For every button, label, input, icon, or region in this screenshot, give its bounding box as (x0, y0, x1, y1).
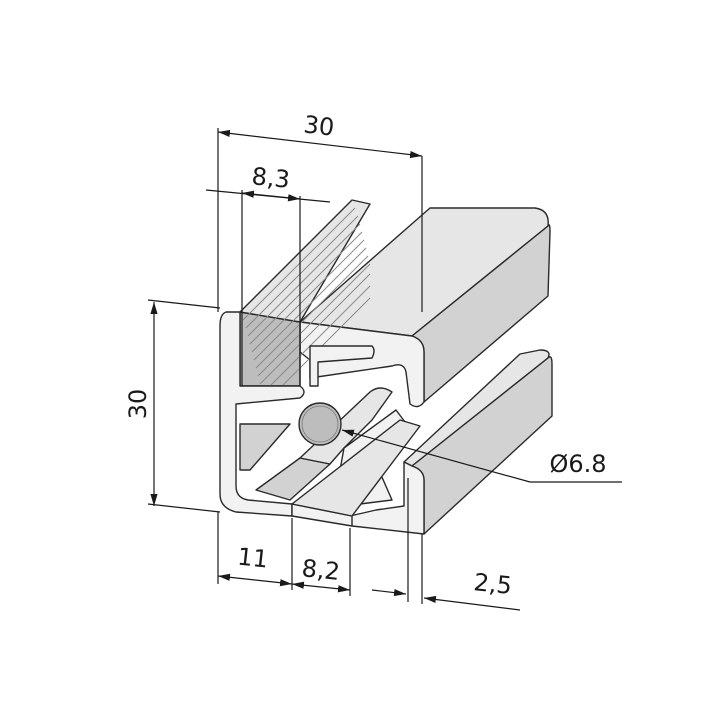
dim-label-core-bore: Ø6.8 (549, 450, 606, 478)
dimension-groove-width: 8,3 (205, 162, 331, 386)
upper-block-front-face (299, 321, 425, 408)
center-bore-inner-edge (301, 405, 339, 443)
l-notch (309, 345, 375, 387)
dim-label-slot-opening: 8,2 (300, 554, 341, 586)
center-bore (298, 402, 342, 446)
dimension-left-offset: 11 (217, 512, 293, 590)
dim-label-groove-width: 8,3 (250, 162, 291, 194)
ribbed-groove-top (239, 199, 371, 323)
profile-body (219, 199, 553, 535)
dim-label-left-offset: 11 (236, 542, 269, 573)
groove-ribs (242, 207, 371, 387)
t-slot-pocket-left (239, 423, 291, 471)
dimension-height-total: 30 (124, 299, 221, 513)
dim-label-wall-thickness: 2,5 (472, 568, 513, 600)
dimension-core-bore: Ø6.8 (341, 429, 622, 483)
dimension-slot-opening: 8,2 (291, 528, 351, 596)
lower-block-front-face (349, 461, 425, 535)
dimension-wall-thickness: 2,5 (371, 478, 521, 611)
dim-label-height-total: 30 (124, 389, 152, 420)
dim-label-width-total: 30 (302, 110, 336, 141)
bottom-channel-floor (291, 419, 421, 517)
profile-front-face (219, 311, 305, 517)
dimension-width-total: 30 (217, 110, 423, 312)
